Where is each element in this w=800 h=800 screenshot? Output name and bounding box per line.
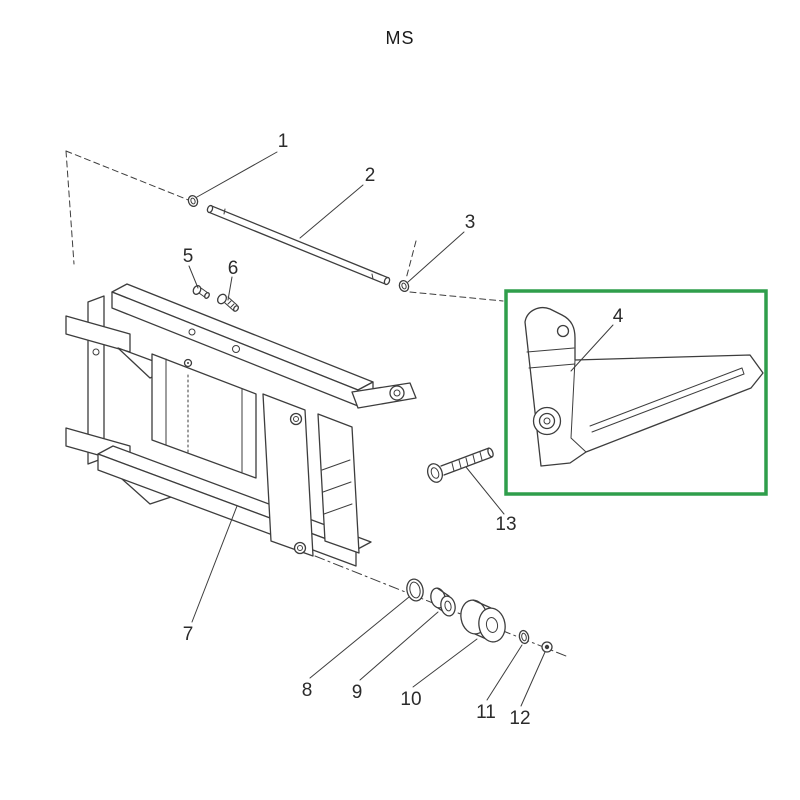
part-label-1: 1: [278, 131, 289, 152]
part-labels: 1 2 3 4 5 6 7 8 9 10 11 12 13: [183, 131, 624, 729]
part-roller-10: [460, 599, 506, 643]
part-label-9: 9: [352, 682, 363, 703]
highlight-box: [504, 289, 768, 496]
part-screw-6: [216, 293, 240, 312]
part-snapring-8: [406, 578, 424, 602]
part-washer-11: [518, 629, 530, 645]
part-label-12: 12: [509, 708, 530, 729]
part-bushing-9: [430, 587, 456, 617]
part-label-4: 4: [613, 306, 624, 327]
part-ring-3: [398, 279, 410, 293]
part-fork-4: [524, 307, 764, 467]
part-setscrew-5: [192, 285, 210, 299]
part-label-6: 6: [228, 258, 239, 279]
part-label-7: 7: [183, 624, 194, 645]
diagram-title: MS: [385, 28, 415, 48]
part-label-5: 5: [183, 246, 194, 267]
part-label-2: 2: [365, 165, 376, 186]
part-bolt-13: [426, 447, 494, 483]
part-label-11: 11: [476, 702, 496, 723]
construction-lines: [65, 150, 504, 302]
leader-lines: [188, 151, 614, 707]
part-label-10: 10: [400, 689, 421, 710]
part-label-3: 3: [465, 212, 476, 233]
part-ring-1: [187, 194, 199, 208]
part-label-8: 8: [302, 680, 313, 701]
part-nut-12: [541, 641, 553, 653]
part-rod-2: [206, 204, 391, 286]
part-label-13: 13: [495, 514, 516, 535]
part-frame-7: [65, 283, 417, 567]
